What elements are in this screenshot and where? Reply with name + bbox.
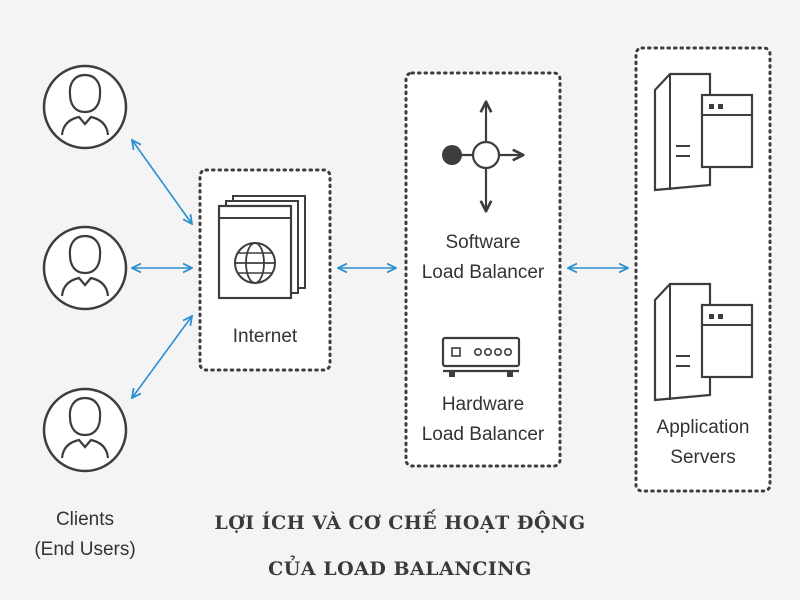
clients-label-line1: Clients bbox=[55, 509, 115, 530]
application-servers-label: Application Servers bbox=[636, 413, 770, 473]
client-user-icon-3 bbox=[42, 387, 128, 473]
software-label-line2: Load Balancer bbox=[421, 262, 545, 283]
clients-label: Clients (End Users) bbox=[20, 505, 150, 565]
hardware-balancer-icon bbox=[441, 336, 521, 377]
arrow-client1-internet bbox=[132, 140, 192, 224]
network-router-icon bbox=[442, 103, 522, 210]
hardware-load-balancer-label: Hardware Load Balancer bbox=[406, 390, 560, 450]
server-window-icon-2 bbox=[653, 282, 754, 402]
globe-browser-icon bbox=[217, 195, 306, 300]
client-user-icon-1 bbox=[42, 64, 128, 150]
hardware-label-line1: Hardware bbox=[441, 394, 525, 415]
hardware-label-line2: Load Balancer bbox=[421, 424, 545, 445]
arrow-client3-internet bbox=[132, 316, 192, 398]
servers-label-line2: Servers bbox=[670, 447, 736, 468]
internet-label: Internet bbox=[232, 326, 298, 347]
caption-line1: LỢI ÍCH VÀ CƠ CHẾ HOẠT ĐỘNG bbox=[214, 512, 586, 534]
caption-line2: CỦA LOAD BALANCING bbox=[268, 558, 532, 580]
load-balancer-box bbox=[404, 71, 562, 468]
servers-label-line1: Application bbox=[656, 417, 750, 438]
clients-label-line2: (End Users) bbox=[34, 539, 136, 560]
server-window-icon-1 bbox=[653, 72, 754, 192]
software-load-balancer-label: Software Load Balancer bbox=[406, 228, 560, 288]
client-user-icon-2 bbox=[42, 225, 128, 311]
software-label-line1: Software bbox=[445, 232, 521, 253]
